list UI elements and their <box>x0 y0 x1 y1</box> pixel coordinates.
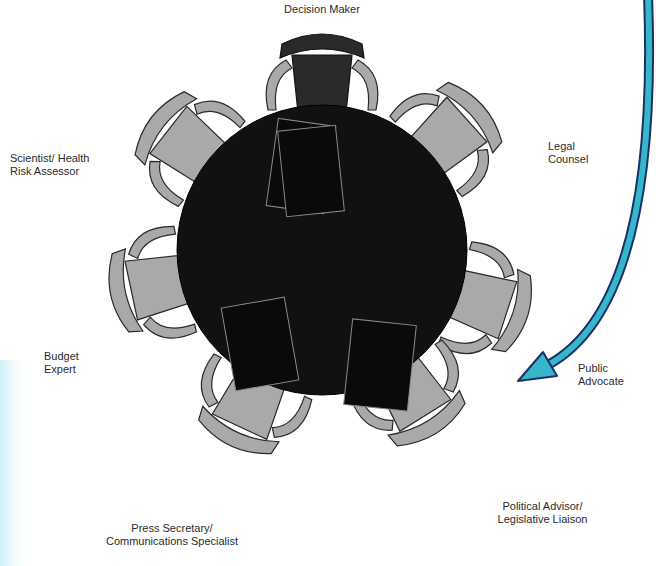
paper <box>221 297 299 391</box>
pointer-arrow <box>518 0 649 381</box>
arrow-shaft <box>548 0 649 365</box>
seat-label: Press Secretary/ Communications Speciali… <box>92 522 252 548</box>
table <box>177 105 467 395</box>
arrow-shaft-outline <box>548 0 649 365</box>
seat-label: Public Advocate <box>578 362 636 388</box>
arrow-head <box>518 352 557 381</box>
chairs <box>99 34 545 469</box>
paper <box>344 319 417 411</box>
paper <box>278 125 345 217</box>
seat-label: Scientist/ Health Risk Assessor <box>10 152 105 178</box>
seat-label: Budget Expert <box>44 350 94 376</box>
seat-label: Decision Maker <box>262 3 382 16</box>
edge-tint <box>0 360 30 566</box>
seat-label: Legal Counsel <box>548 140 608 166</box>
seat-label: Political Advisor/ Legislative Liaison <box>480 500 605 526</box>
